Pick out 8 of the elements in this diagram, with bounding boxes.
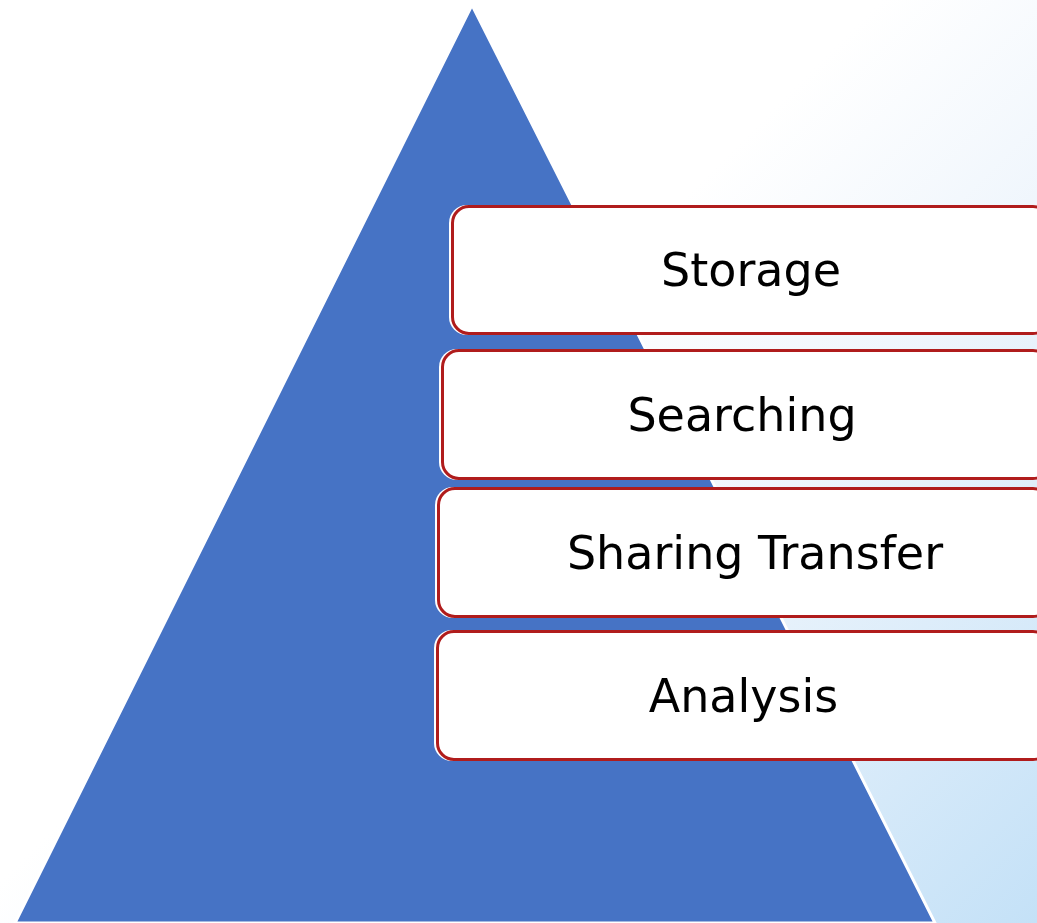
level-box: [436, 630, 1037, 761]
level-box: [437, 487, 1037, 618]
level-box: [451, 205, 1037, 335]
level-label: Storage: [661, 243, 841, 297]
level-label: Searching: [627, 387, 857, 442]
level-box: [441, 349, 1037, 480]
level-label: Sharing Transfer: [566, 525, 944, 580]
level-label: Analysis: [648, 668, 839, 723]
